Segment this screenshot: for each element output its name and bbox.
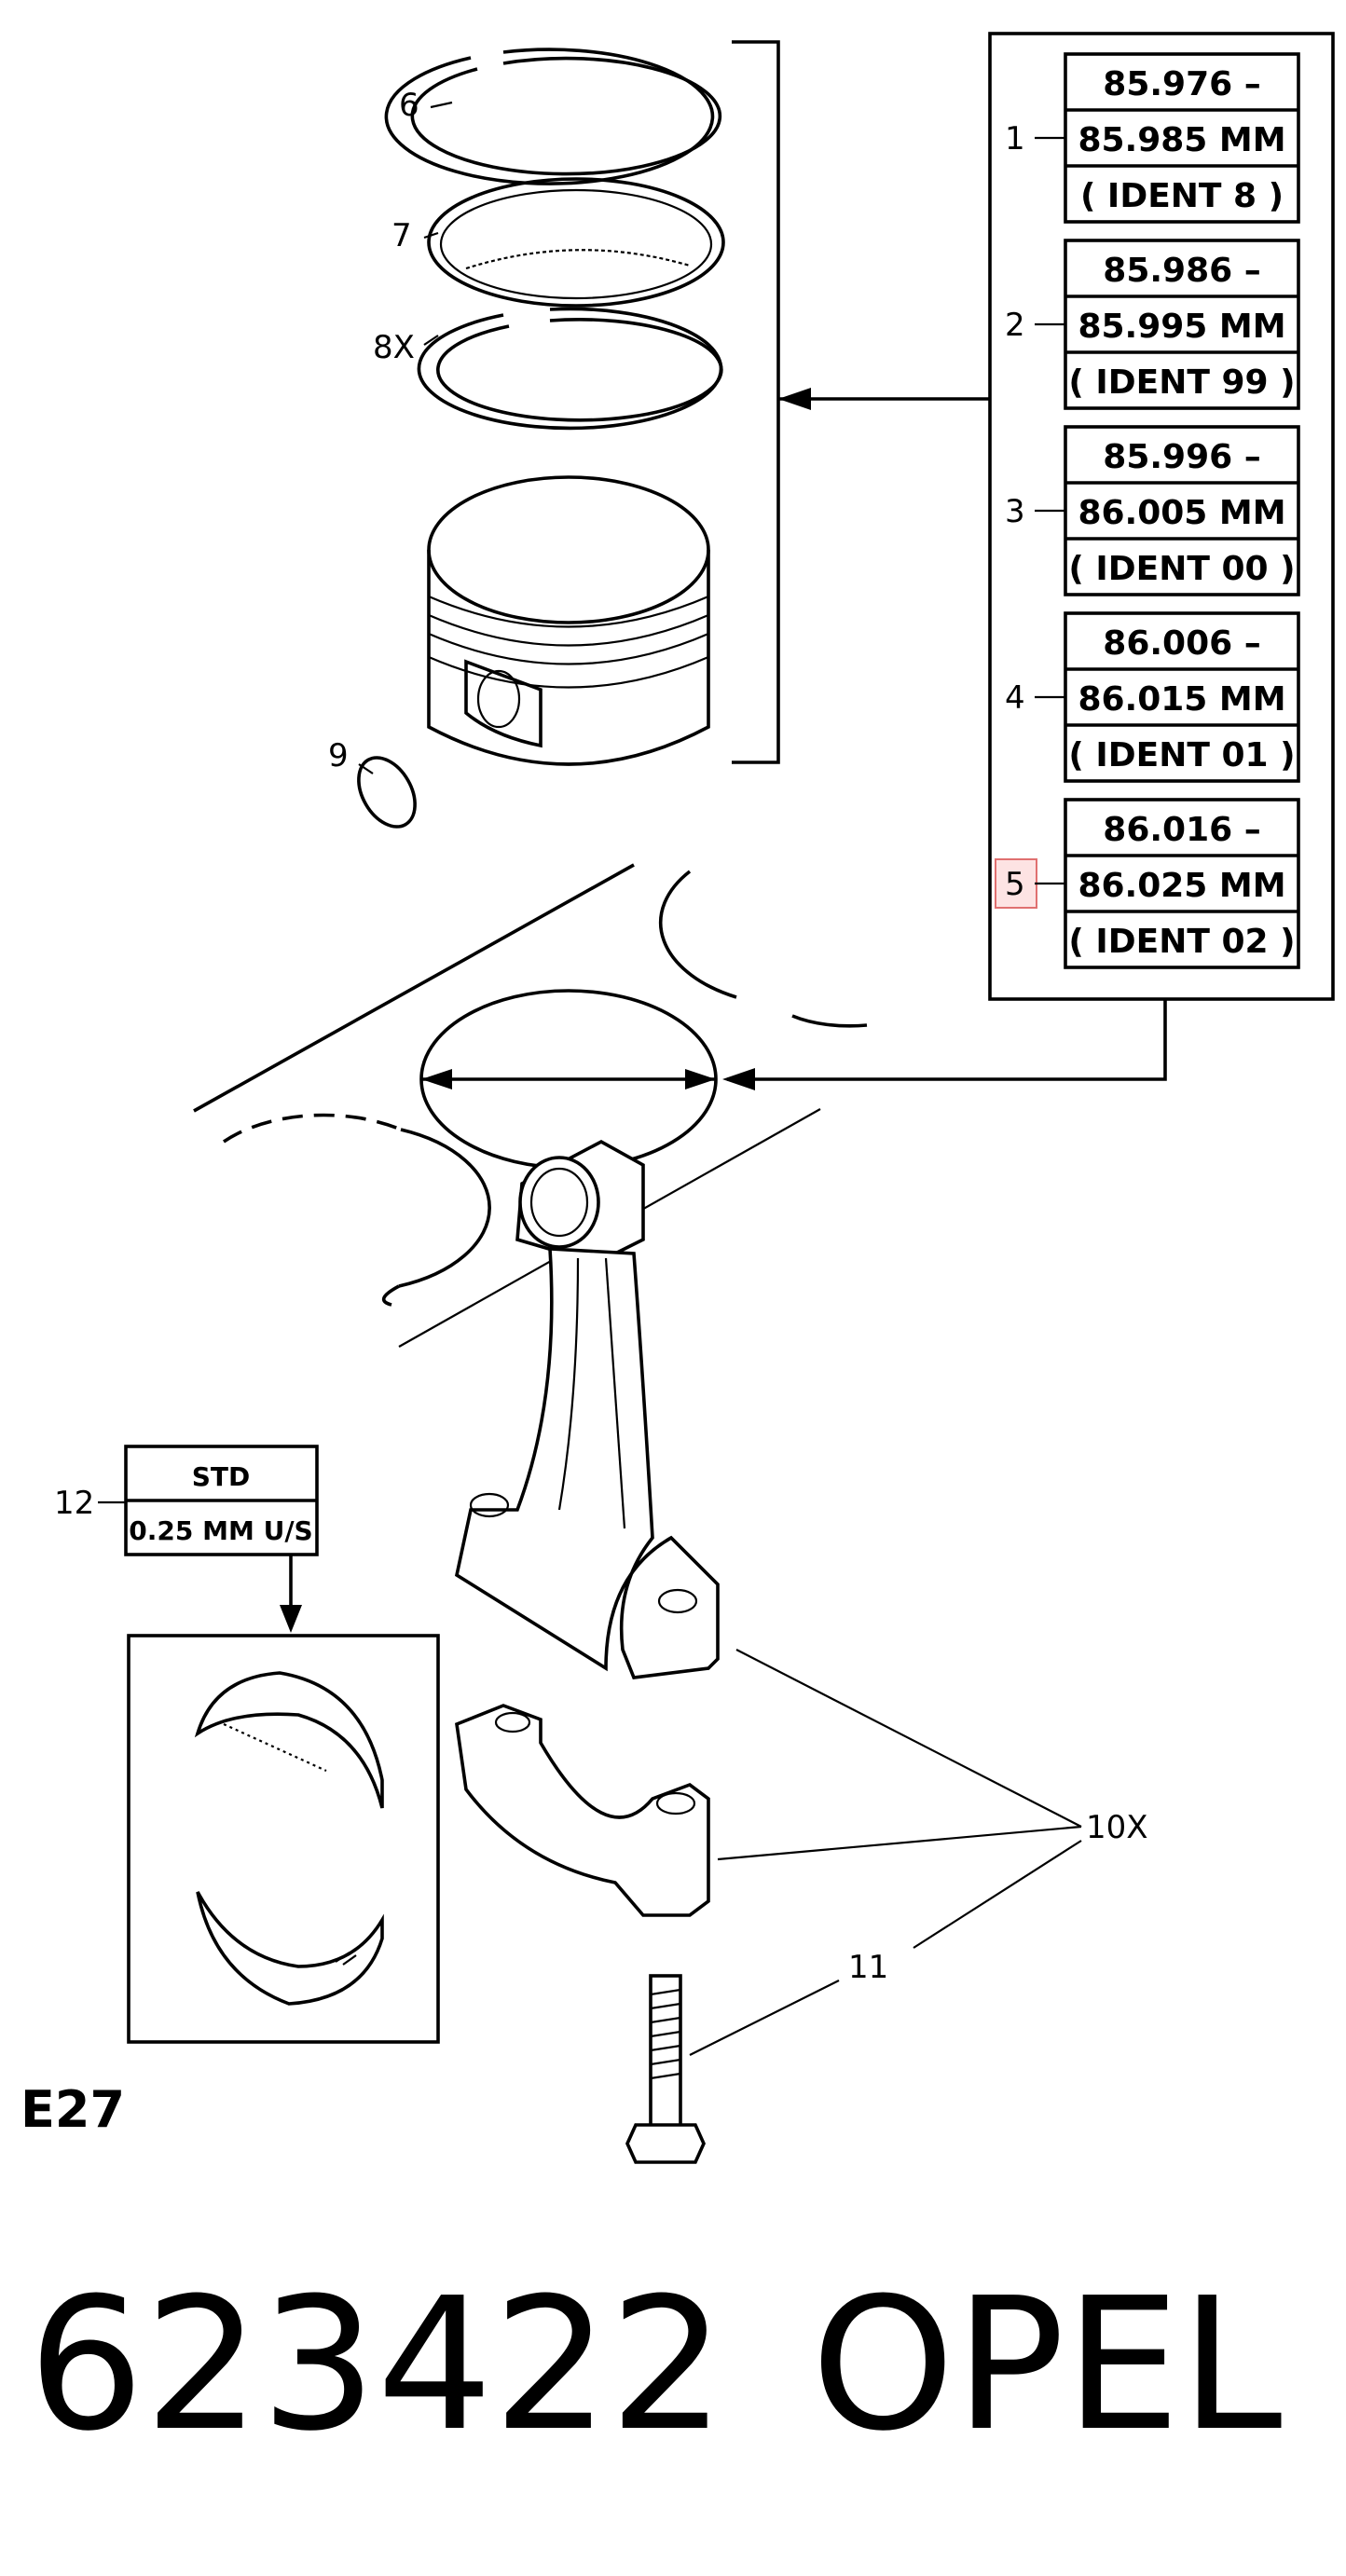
callout-8x: 8X (373, 329, 415, 366)
size-ident: ( IDENT 00 ) (1068, 550, 1295, 588)
rod-cap (455, 1704, 710, 1917)
size-table: 85.976 –85.985 MM( IDENT 8 )185.986 –85.… (995, 52, 1300, 969)
connecting-rod (454, 1139, 720, 1679)
callout-12: 12 (54, 1485, 94, 1522)
rod-bolt-11 (625, 1974, 706, 2164)
size-max: 85.985 MM (1078, 121, 1285, 159)
size-min: 86.016 – (1103, 811, 1260, 849)
bore-arrow (722, 1068, 755, 1090)
callout-3: 3 (1005, 493, 1025, 530)
bearing-size-box: STD 0.25 MM U/S (124, 1445, 319, 1556)
ring-7 (427, 177, 725, 308)
ring-8 (417, 307, 723, 431)
bracket-arrow (778, 388, 811, 410)
size-min: 86.006 – (1103, 624, 1260, 663)
bearing-undersize-label: 0.25 MM U/S (129, 1515, 312, 1546)
engine-code: E27 (21, 2080, 125, 2139)
piston-pin-clip-9 (357, 756, 417, 829)
group-bracket (732, 40, 780, 764)
bearing-std-label: STD (192, 1461, 251, 1492)
callout-6: 6 (399, 87, 419, 124)
cylinder-block (193, 863, 868, 1348)
bearing-shells-box (127, 1634, 440, 2044)
callout-5: 5 (1005, 866, 1025, 903)
callout-11: 11 (848, 1949, 888, 1986)
footer-brand: OPEL (811, 2259, 1283, 2472)
size-table-frame (988, 32, 1335, 1001)
callout-10x: 10X (1086, 1809, 1148, 1846)
ring-6 (384, 48, 722, 185)
size-max: 86.015 MM (1078, 680, 1285, 719)
size-table-entry: 86.016 – 86.025 MM ( IDENT 02 ) 5 (995, 798, 1300, 969)
callout-highlight (995, 858, 1037, 909)
size-min: 85.986 – (1103, 252, 1260, 290)
callout-1: 1 (1005, 120, 1025, 158)
callout-7: 7 (391, 217, 412, 254)
size-min: 85.996 – (1103, 438, 1260, 476)
size-ident: ( IDENT 01 ) (1068, 736, 1295, 774)
size-ident: ( IDENT 99 ) (1068, 363, 1295, 402)
footer-part-number: 623422 (28, 2259, 725, 2472)
size-max: 86.005 MM (1078, 494, 1285, 532)
size-ident: ( IDENT 02 ) (1068, 923, 1295, 961)
piston (427, 475, 710, 766)
callout-9: 9 (328, 737, 349, 774)
bore-leader (727, 999, 1167, 1081)
size-min: 85.976 – (1103, 65, 1260, 103)
size-table-entry: 86.006 – 86.015 MM ( IDENT 01 ) 4 (1005, 611, 1300, 783)
callout-4: 4 (1005, 679, 1025, 717)
size-table-entry: 85.996 – 86.005 MM ( IDENT 00 ) 3 (1005, 425, 1300, 596)
size-ident: ( IDENT 8 ) (1080, 177, 1284, 215)
size-max: 86.025 MM (1078, 867, 1285, 905)
callout-2: 2 (1005, 307, 1025, 344)
size-table-entry: 85.976 – 85.985 MM ( IDENT 8 ) 1 (1005, 52, 1300, 224)
size-table-entry: 85.986 – 85.995 MM ( IDENT 99 ) 2 (1005, 239, 1300, 410)
size-max: 85.995 MM (1078, 308, 1285, 346)
